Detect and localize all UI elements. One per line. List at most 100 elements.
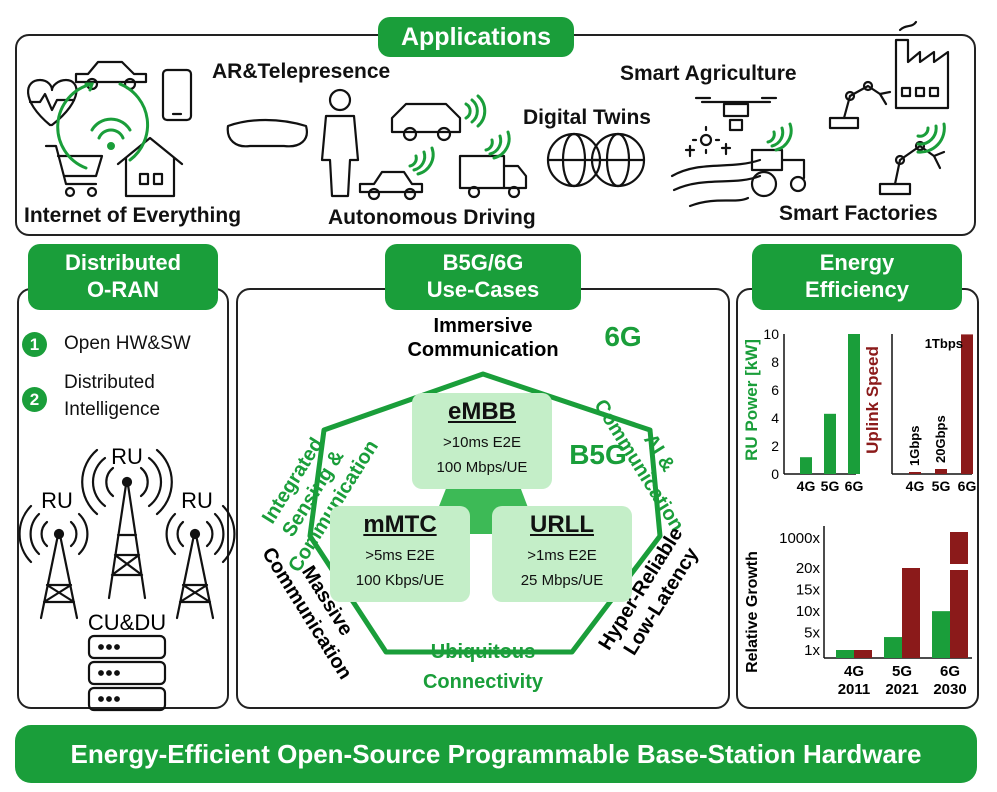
label-digital-twins: Digital Twins [523,106,651,129]
chart3-ylabel: Relative Growth [744,551,761,673]
chart3-bar-0-0 [836,650,854,658]
chart3-bar-0-1 [854,650,872,658]
footer-banner: Energy-Efficient Open-Source Programmabl… [15,725,977,783]
chart2-xtick-4G: 4G [906,478,925,494]
chart1-bar-6G [848,334,860,474]
tower-icon-left [18,504,89,620]
feature-1-label: Open HW&SW [64,333,191,354]
chart2-bar-6G [961,334,973,474]
chart3-xtick-2-a: 6G [940,663,960,680]
embb-box: eMBB >10ms E2E 100 Mbps/UE [412,393,552,489]
immersive-line1: Immersive [434,315,533,337]
mmtc-rate: 100 Kbps/UE [355,572,445,589]
chart3-bar-1-0 [884,637,902,658]
chart1-ytick-0: 0 [771,466,779,482]
chart2-xtick-6G: 6G [958,478,977,494]
house-icon [116,136,184,198]
usecases-title: B5G/6G Use-Cases [385,244,581,310]
usecases-diagram: Immersive Communication 6G Integrated Se… [257,315,703,693]
label-autonomous-driving: Autonomous Driving [328,206,536,229]
chart3-ytick-15x: 15x [796,582,821,599]
chart3-xtick-1-a: 5G [892,663,912,680]
chart2-ylabel: Uplink Speed [863,346,882,454]
signal-waves-icon-factory [916,122,946,154]
chart1-bar-4G [800,457,812,474]
heart-pulse-icon [27,78,78,127]
usecases-title-line1: B5G/6G [442,250,524,275]
fields-icon [670,142,762,208]
chart3-ytick-1x: 1x [804,642,820,659]
ubiquitous-line1: Ubiquitous [431,641,535,663]
chart3-bar-1-1 [902,568,920,658]
urll-latency: >1ms E2E [527,547,597,564]
chart1-xtick-5G: 5G [821,478,840,494]
drone-icon [694,96,778,132]
tower-icon-right [165,504,236,620]
oran-title-line1: Distributed [64,250,182,275]
chart2-value-label-6G: 1Tbps [925,336,963,351]
cudu-label: CU&DU [88,610,166,635]
chart3-bar-2-1 [950,532,968,658]
oran-title: Distributed O-RAN [28,244,218,310]
chart1-ytick-4: 4 [771,410,779,426]
feature-2-label-line1: Distributed [64,372,155,393]
chart3-ytick-5x: 5x [804,625,820,642]
globe-icon-2 [590,132,646,188]
signal-waves-icon-car2 [408,146,435,176]
vr-headset-icon [226,118,308,148]
hexagon-outline [307,371,663,655]
label-internet-of-everything: Internet of Everything [24,204,242,227]
chart1-ytick-8: 8 [771,354,779,370]
tower-icon-center [81,448,173,600]
usecases-title-line2: Use-Cases [426,277,540,302]
gen-6g-label: 6G [604,321,641,352]
applications-panel [15,34,976,236]
chart2-value-label-4G: 1Gbps [907,426,922,466]
wifi-icon-ioe [90,117,132,150]
feature-2-label-line2: Intelligence [64,399,161,420]
ru-label-right: RU [181,488,213,513]
urll-box: URLL >1ms E2E 25 Mbps/UE [492,506,632,602]
cart-icon [44,144,104,198]
feature-2-number: 2 [22,387,47,412]
applications-icons [27,20,950,208]
ubiquitous-line2: Connectivity [423,671,544,693]
chart3-ytick-10x: 10x [796,603,821,620]
car-icon-1 [390,102,462,142]
chart3-xtick-2-b: 2030 [933,681,966,698]
chart2-xtick-5G: 5G [932,478,951,494]
server-rack-icon [87,634,167,712]
chart3-bar-2-0 [932,611,950,658]
tractor-icon [750,148,807,198]
chart3-xtick-0-a: 4G [844,663,864,680]
chart-uplink-speed: Uplink Speed 4G 1Gbps 5G 20Gbps 6G 1Tbps [863,334,976,494]
mmtc-latency: >5ms E2E [365,547,435,564]
person-icon [320,88,360,198]
chart2-bar-4G [909,472,921,474]
embb-title: eMBB [447,398,516,425]
chart1-ytick-6: 6 [771,382,779,398]
immersive-line2: Communication [407,339,558,361]
embb-latency: >10ms E2E [443,434,521,451]
urll-rate: 25 Mbps/UE [520,572,604,589]
applications-title: Applications [378,17,574,57]
chart2-value-label-5G: 20Gbps [933,415,948,463]
chart3-xtick-1-b: 2021 [885,681,918,698]
chart1-ylabel: RU Power [kW] [742,339,761,461]
energy-title: Energy Efficiency [752,244,962,310]
embb-rate: 100 Mbps/UE [436,459,528,476]
label-smart-agriculture: Smart Agriculture [620,62,797,85]
energy-title-line2: Efficiency [805,277,909,302]
chart1-xtick-4G: 4G [797,478,816,494]
chart3-ytick-20x: 20x [796,560,821,577]
chart1-xtick-6G: 6G [845,478,864,494]
signal-waves-icon-car1 [464,94,487,128]
chart1-ytick-2: 2 [771,438,779,454]
energy-title-line1: Energy [819,250,895,275]
smartphone-icon [161,68,193,122]
urll-title: URLL [530,511,594,538]
ru-label-center: RU [111,444,143,469]
